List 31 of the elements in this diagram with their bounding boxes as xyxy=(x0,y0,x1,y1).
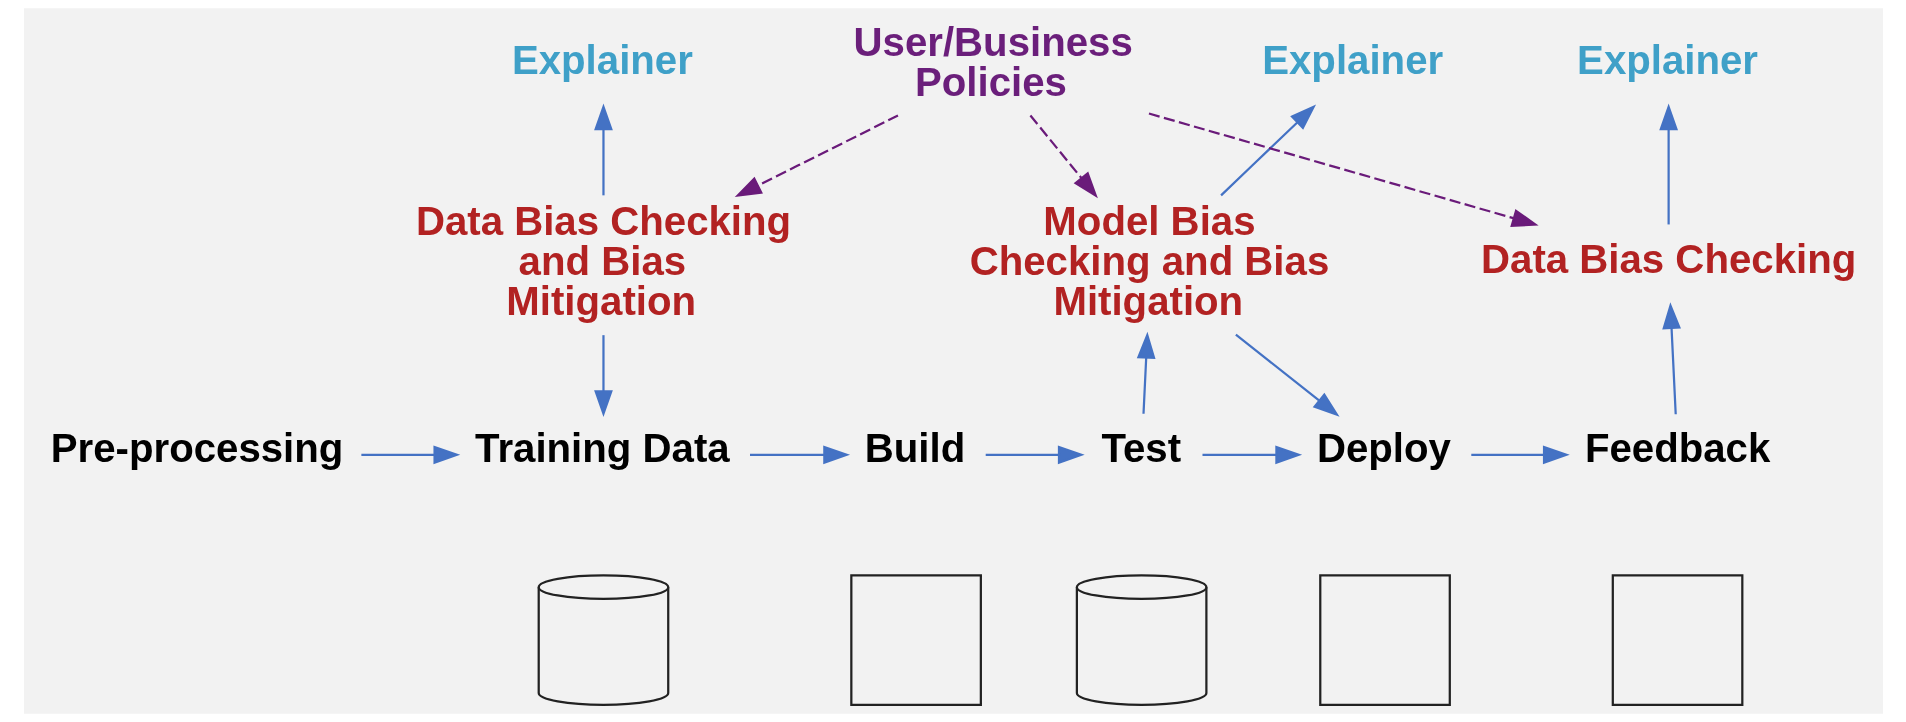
node-text: Data Bias Checking xyxy=(1480,236,1856,282)
arrow xyxy=(1148,112,1539,228)
node-text: User/Business Policies xyxy=(853,19,1133,106)
arrow xyxy=(1202,445,1302,465)
arrow xyxy=(593,335,613,418)
arrow xyxy=(1661,302,1681,415)
node-text: Explainer xyxy=(1576,37,1758,83)
arrow xyxy=(734,114,898,198)
arrow xyxy=(749,445,850,465)
arrow xyxy=(593,103,613,196)
node-text: Test xyxy=(1100,426,1181,472)
node-box xyxy=(1318,574,1451,706)
node-text: Training Data xyxy=(474,426,730,472)
arrow xyxy=(1470,445,1570,465)
node-text: Explainer xyxy=(511,37,693,83)
node-text: Data Bias Checking and Bias Mitigation xyxy=(415,198,791,324)
arrow xyxy=(360,445,460,465)
node-text: Pre-processing xyxy=(50,426,343,472)
node-text: Model Bias Checking and Bias Mitigation xyxy=(969,198,1329,324)
arrow xyxy=(1234,333,1340,417)
node-text: Deploy xyxy=(1316,426,1451,472)
arrow xyxy=(1029,114,1098,199)
arrow xyxy=(1136,331,1156,414)
node-text: Explainer xyxy=(1261,37,1443,83)
arrow xyxy=(985,445,1085,465)
node-box xyxy=(1611,574,1743,706)
node-text: Build xyxy=(864,426,965,472)
node-text: Feedback xyxy=(1584,426,1770,472)
arrow xyxy=(1219,104,1316,197)
node-box xyxy=(849,574,982,706)
arrow xyxy=(1658,103,1678,225)
